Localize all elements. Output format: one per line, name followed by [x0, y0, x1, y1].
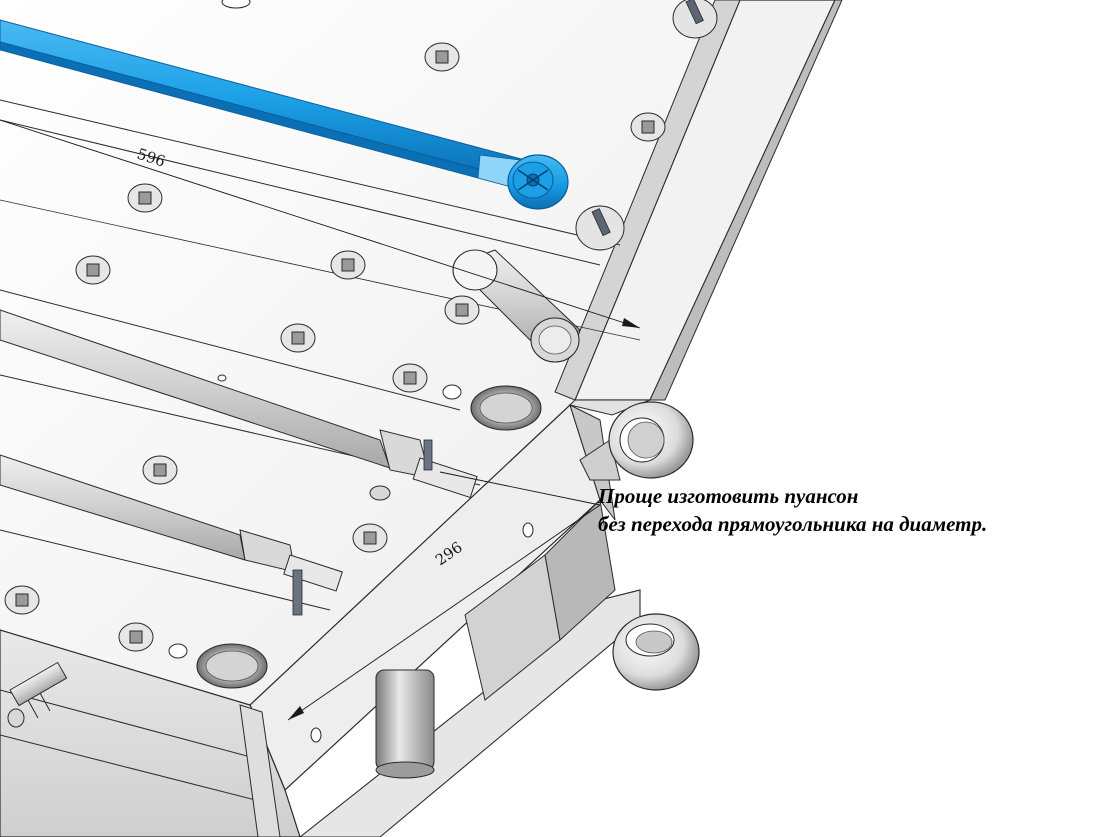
- screw-1: [424, 42, 460, 72]
- guide-pillar: [375, 669, 435, 771]
- slide-clamp-upper: [575, 205, 625, 251]
- screw-12: [118, 622, 154, 652]
- eye-bolt-lower: [612, 613, 700, 691]
- guide-pillar-end: [375, 761, 435, 779]
- cylindrical-punch: [452, 249, 581, 363]
- screw-11: [4, 585, 40, 615]
- screw-7: [280, 323, 316, 353]
- screw-8: [392, 363, 428, 393]
- slide-rod-middle: [0, 309, 478, 499]
- plate-side-bevel: [239, 704, 281, 837]
- slide-rod-lower: [0, 454, 343, 616]
- highlighted-core-pin: [0, 19, 569, 210]
- plate-holes: [168, 0, 534, 743]
- water-fitting: [7, 661, 68, 728]
- eye-bolt-upper: [579, 401, 694, 481]
- right-frame-outer-face: [649, 0, 843, 401]
- guide-bushing-front: [196, 643, 268, 689]
- dimension-line-width: [287, 471, 601, 721]
- screw-3: [127, 183, 163, 213]
- screw-2: [630, 112, 666, 142]
- screw-5: [75, 255, 111, 285]
- annotation-line-2: без перехода прямоугольника на диаметр.: [598, 512, 987, 536]
- screw-6: [444, 295, 480, 325]
- plate-front-split-line: [0, 689, 263, 761]
- cap-screws: [4, 42, 666, 652]
- screw-4: [330, 250, 366, 280]
- plate-front-face: [0, 629, 301, 837]
- annotation-line-1: Проще изготовить пуансон: [597, 484, 858, 508]
- screw-10: [352, 523, 388, 553]
- plate-lower-split-line: [0, 734, 276, 806]
- guide-bushing-center: [470, 385, 542, 431]
- slide-clamp-top: [672, 0, 718, 39]
- support-pillar-face: [544, 498, 616, 641]
- right-frame-end: [569, 399, 651, 416]
- screw-9: [142, 455, 178, 485]
- dimension-line-length: [0, 119, 641, 329]
